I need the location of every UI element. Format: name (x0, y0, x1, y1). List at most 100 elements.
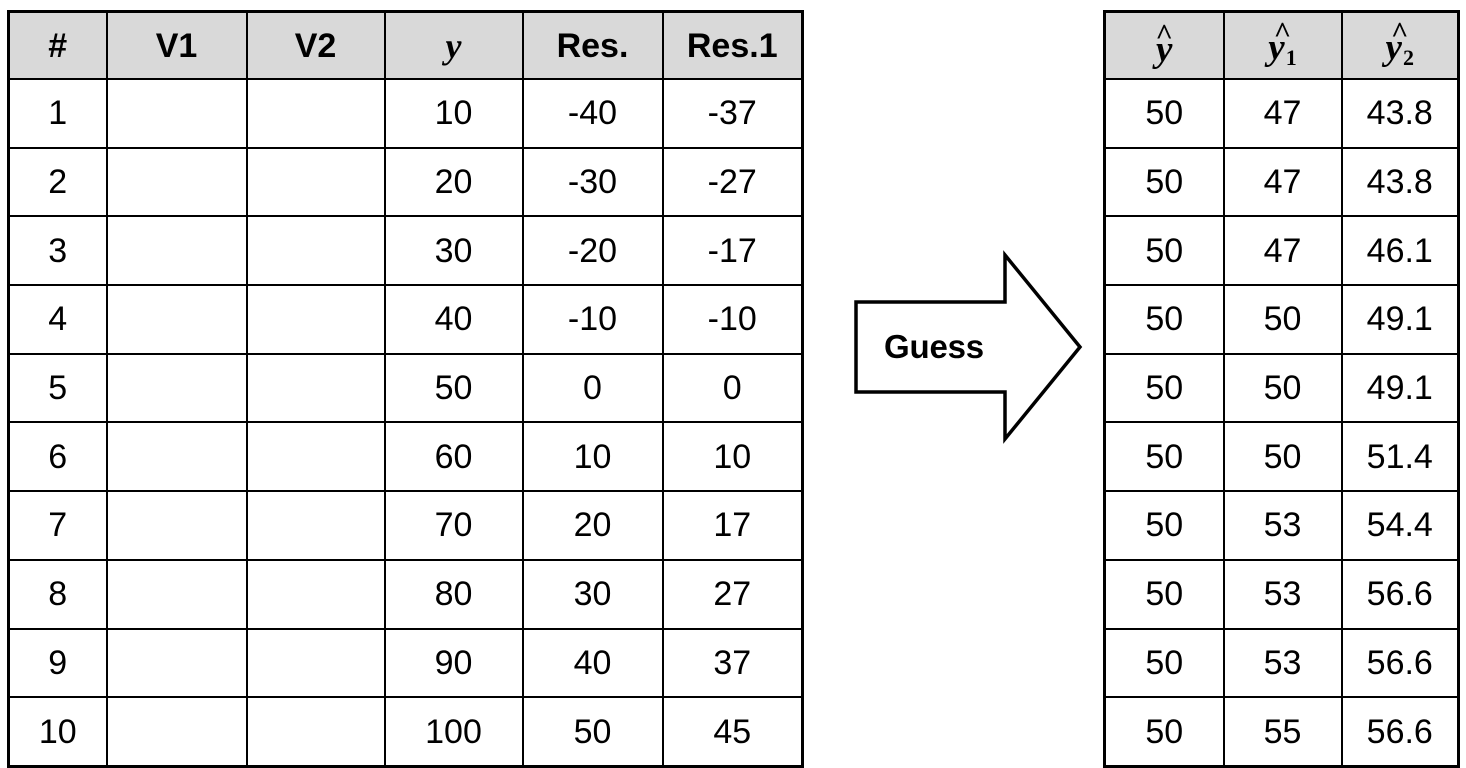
cell-num: 6 (7, 421, 108, 493)
cell-res1: -27 (661, 146, 804, 218)
cell-v1 (105, 696, 248, 768)
cell-yhat: 50 (1103, 146, 1225, 218)
cell-v2 (245, 78, 386, 149)
cell-v1 (105, 490, 248, 561)
cell-y: 40 (383, 284, 524, 355)
cell-yhat2: 43.8 (1340, 78, 1460, 149)
cell-y: 60 (383, 421, 524, 493)
cell-v2 (245, 696, 386, 768)
cell-yhat2: 46.1 (1340, 215, 1460, 287)
cell-y: 10 (383, 78, 524, 149)
y-hat-2-symbol: ^y2 (1385, 16, 1414, 70)
cell-yhat2: 49.1 (1340, 352, 1460, 424)
column-header-res: Res. (521, 10, 664, 80)
cell-num: 4 (7, 284, 108, 355)
cell-num: 2 (7, 146, 108, 218)
cell-yhat1: 47 (1222, 78, 1343, 149)
cell-yhat2: 56.6 (1340, 696, 1460, 768)
cell-v2 (245, 421, 386, 493)
cell-v2 (245, 627, 386, 699)
cell-res: -20 (521, 215, 664, 287)
cell-v2 (245, 284, 386, 355)
cell-res: -30 (521, 146, 664, 218)
cell-yhat: 50 (1103, 558, 1225, 630)
cell-num: 5 (7, 352, 108, 424)
cell-num: 3 (7, 215, 108, 287)
cell-yhat1: 50 (1222, 352, 1343, 424)
cell-res: 30 (521, 558, 664, 630)
cell-v1 (105, 284, 248, 355)
cell-y: 100 (383, 696, 524, 768)
cell-res1: 10 (661, 421, 804, 493)
cell-yhat: 50 (1103, 421, 1225, 493)
subscript-1: 1 (1285, 44, 1297, 70)
cell-res1: 17 (661, 490, 804, 561)
cell-yhat2: 49.1 (1340, 284, 1460, 355)
cell-num: 9 (7, 627, 108, 699)
cell-y: 70 (383, 490, 524, 561)
cell-yhat: 50 (1103, 696, 1225, 768)
y-hat-symbol: ^y (1155, 17, 1173, 70)
table-header-row: # V1 V2 y Res. Res.1 (7, 10, 804, 80)
cell-res: 50 (521, 696, 664, 768)
cell-yhat: 50 (1103, 215, 1225, 287)
cell-yhat1: 50 (1222, 284, 1343, 355)
cell-yhat: 50 (1103, 627, 1225, 699)
cell-y: 90 (383, 627, 524, 699)
circumflex-accent: ^ (1155, 17, 1173, 51)
cell-yhat2: 56.6 (1340, 627, 1460, 699)
cell-res: 0 (521, 352, 664, 424)
cell-yhat: 50 (1103, 284, 1225, 355)
cell-num: 8 (7, 558, 108, 630)
column-header-yhat2: ^y2 (1340, 10, 1460, 80)
cell-res1: -10 (661, 284, 804, 355)
column-header-index: # (7, 10, 108, 80)
column-header-yhat1: ^y1 (1222, 10, 1343, 80)
guess-arrow: Guess (848, 246, 1088, 448)
column-header-v1: V1 (105, 10, 248, 80)
cell-num: 7 (7, 490, 108, 561)
cell-v1 (105, 215, 248, 287)
cell-yhat1: 55 (1222, 696, 1343, 768)
y-symbol: y (445, 25, 462, 66)
cell-num: 1 (7, 78, 108, 149)
cell-num: 10 (7, 696, 108, 768)
column-header-yhat: ^y (1103, 10, 1225, 80)
cell-res1: 45 (661, 696, 804, 768)
table-header-row: ^y ^y1 ^y2 (1103, 10, 1460, 80)
cell-res1: 37 (661, 627, 804, 699)
cell-yhat2: 43.8 (1340, 146, 1460, 218)
guess-arrow-label: Guess (884, 328, 984, 365)
cell-res: 20 (521, 490, 664, 561)
cell-v2 (245, 490, 386, 561)
cell-res: 40 (521, 627, 664, 699)
circumflex-accent: ^ (1273, 16, 1292, 50)
cell-yhat: 50 (1103, 490, 1225, 561)
cell-v1 (105, 558, 248, 630)
cell-res: 10 (521, 421, 664, 493)
subscript-2: 2 (1402, 44, 1414, 70)
cell-yhat: 50 (1103, 78, 1225, 149)
cell-yhat1: 53 (1222, 490, 1343, 561)
cell-v2 (245, 352, 386, 424)
cell-v2 (245, 215, 386, 287)
cell-yhat1: 53 (1222, 627, 1343, 699)
cell-yhat2: 54.4 (1340, 490, 1460, 561)
column-header-res1: Res.1 (661, 10, 804, 80)
cell-yhat1: 47 (1222, 146, 1343, 218)
cell-yhat1: 53 (1222, 558, 1343, 630)
cell-yhat2: 56.6 (1340, 558, 1460, 630)
